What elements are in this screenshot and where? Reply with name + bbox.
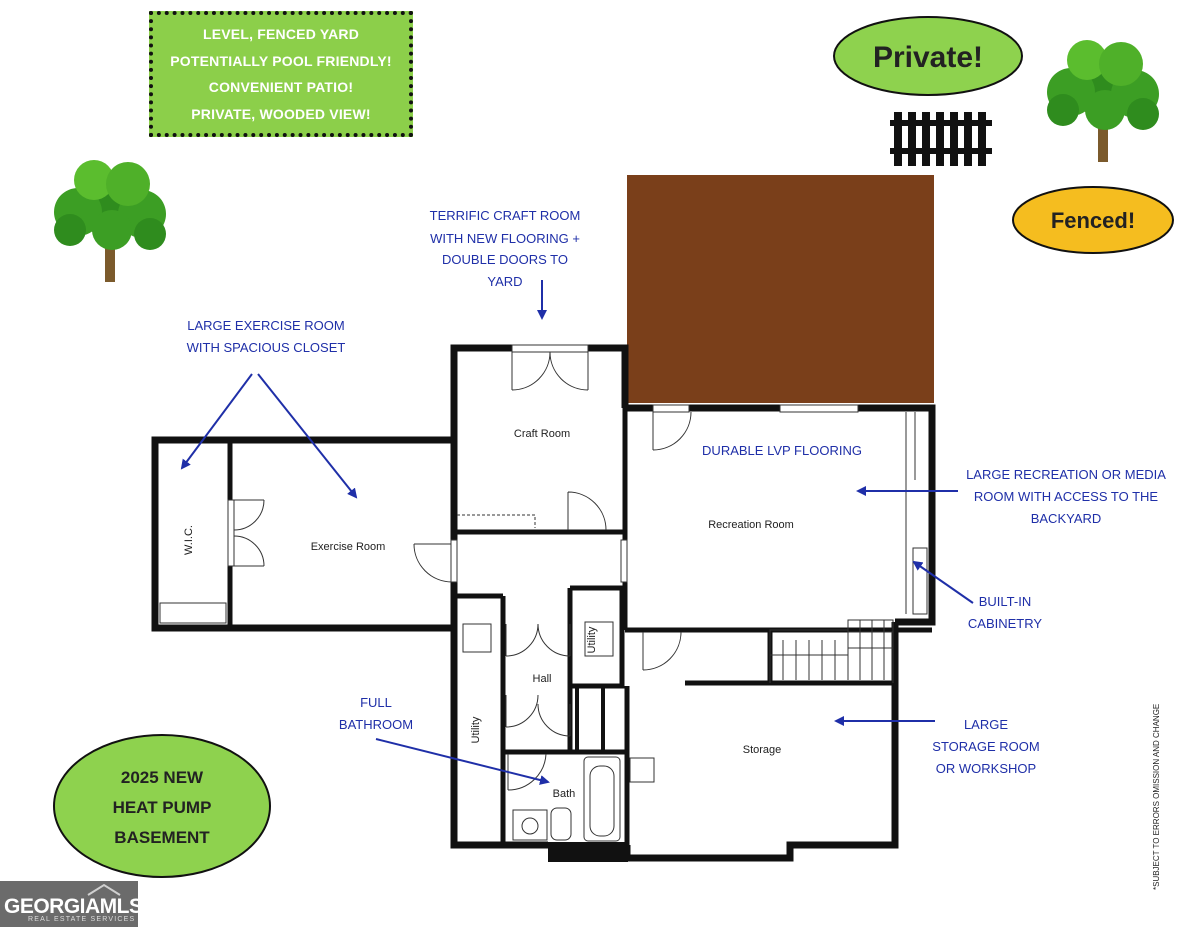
svg-text:ROOM WITH ACCESS TO THE: ROOM WITH ACCESS TO THE: [974, 489, 1159, 504]
svg-text:BATHROOM: BATHROOM: [339, 717, 413, 732]
svg-text:Fenced!: Fenced!: [1051, 208, 1135, 233]
room-label-utility-left: Utility: [470, 716, 482, 743]
floor-threshold: [548, 842, 628, 862]
highlight-line: CONVENIENT PATIO!: [208, 79, 354, 96]
room-label-storage: Storage: [743, 744, 782, 756]
highlight-line: LEVEL, FENCED YARD: [202, 26, 360, 43]
svg-text:BASEMENT: BASEMENT: [114, 828, 210, 847]
annotation-craft-room: TERRIFIC CRAFT ROOM WITH NEW FLOORING + …: [430, 208, 581, 289]
annotation-bathroom: FULL BATHROOM: [339, 695, 413, 732]
patio: [627, 175, 934, 403]
room-label-wic: W.I.C.: [183, 525, 195, 555]
room-label-recreation: Recreation Room: [708, 519, 794, 531]
svg-text:WITH SPACIOUS CLOSET: WITH SPACIOUS CLOSET: [187, 340, 346, 355]
room-label-craft: Craft Room: [514, 428, 570, 440]
annotation-recreation: LARGE RECREATION OR MEDIA ROOM WITH ACCE…: [966, 467, 1166, 526]
fence-icon: [890, 112, 992, 166]
svg-text:TERRIFIC CRAFT ROOM: TERRIFIC CRAFT ROOM: [430, 208, 581, 223]
svg-text:FULL: FULL: [360, 695, 392, 710]
room-label-bath: Bath: [553, 788, 576, 800]
svg-text:OR WORKSHOP: OR WORKSHOP: [936, 761, 1036, 776]
georgia-mls-logo: GEORGIAMLS REAL ESTATE SERVICES: [0, 881, 143, 927]
highlight-line: PRIVATE, WOODED VIEW!: [191, 105, 371, 122]
svg-text:CABINETRY: CABINETRY: [968, 616, 1042, 631]
highlights-box: LEVEL, FENCED YARD POTENTIALLY POOL FRIE…: [149, 11, 413, 137]
disclaimer-text: *SUBJECT TO ERRORS OMISSION AND CHANGE: [1152, 703, 1161, 890]
annotation-storage: LARGE STORAGE ROOM OR WORKSHOP: [932, 717, 1039, 776]
room-label-hall: Hall: [533, 673, 552, 685]
room-labels: W.I.C. Exercise Room Craft Room Recreati…: [183, 428, 794, 800]
room-label-utility-small: Utility: [586, 626, 598, 653]
plan-fixtures: [159, 344, 928, 842]
svg-text:LARGE EXERCISE ROOM: LARGE EXERCISE ROOM: [187, 318, 344, 333]
fenced-badge: Fenced!: [1012, 186, 1174, 254]
annotation-cabinetry: BUILT-IN CABINETRY: [968, 594, 1042, 631]
highlight-line: POTENTIALLY POOL FRIENDLY!: [170, 52, 392, 69]
svg-text:BACKYARD: BACKYARD: [1031, 511, 1102, 526]
svg-text:YARD: YARD: [487, 274, 522, 289]
arrow-icon: [180, 280, 974, 785]
svg-text:WITH NEW FLOORING +: WITH NEW FLOORING +: [430, 231, 580, 246]
svg-text:STORAGE ROOM: STORAGE ROOM: [932, 739, 1039, 754]
tree-icon: [1047, 40, 1159, 162]
logo-subtext: REAL ESTATE SERVICES: [28, 916, 136, 923]
room-label-exercise: Exercise Room: [311, 541, 386, 553]
svg-text:HEAT PUMP: HEAT PUMP: [113, 798, 212, 817]
svg-text:2025 NEW: 2025 NEW: [121, 768, 204, 787]
svg-text:LARGE RECREATION OR MEDIA: LARGE RECREATION OR MEDIA: [966, 467, 1166, 482]
svg-text:BUILT-IN: BUILT-IN: [979, 594, 1032, 609]
basement-badge: 2025 NEW HEAT PUMP BASEMENT: [53, 734, 271, 878]
svg-text:LARGE: LARGE: [964, 717, 1008, 732]
svg-text:Private!: Private!: [873, 41, 983, 74]
logo-text: GEORGIAMLS: [4, 895, 143, 918]
tree-icon: [54, 160, 166, 282]
private-badge: Private!: [833, 16, 1023, 96]
annotation-exercise-room: LARGE EXERCISE ROOM WITH SPACIOUS CLOSET: [187, 318, 346, 355]
svg-text:DOUBLE DOORS TO: DOUBLE DOORS TO: [442, 252, 568, 267]
annotation-lvp: DURABLE LVP FLOORING: [702, 443, 862, 458]
